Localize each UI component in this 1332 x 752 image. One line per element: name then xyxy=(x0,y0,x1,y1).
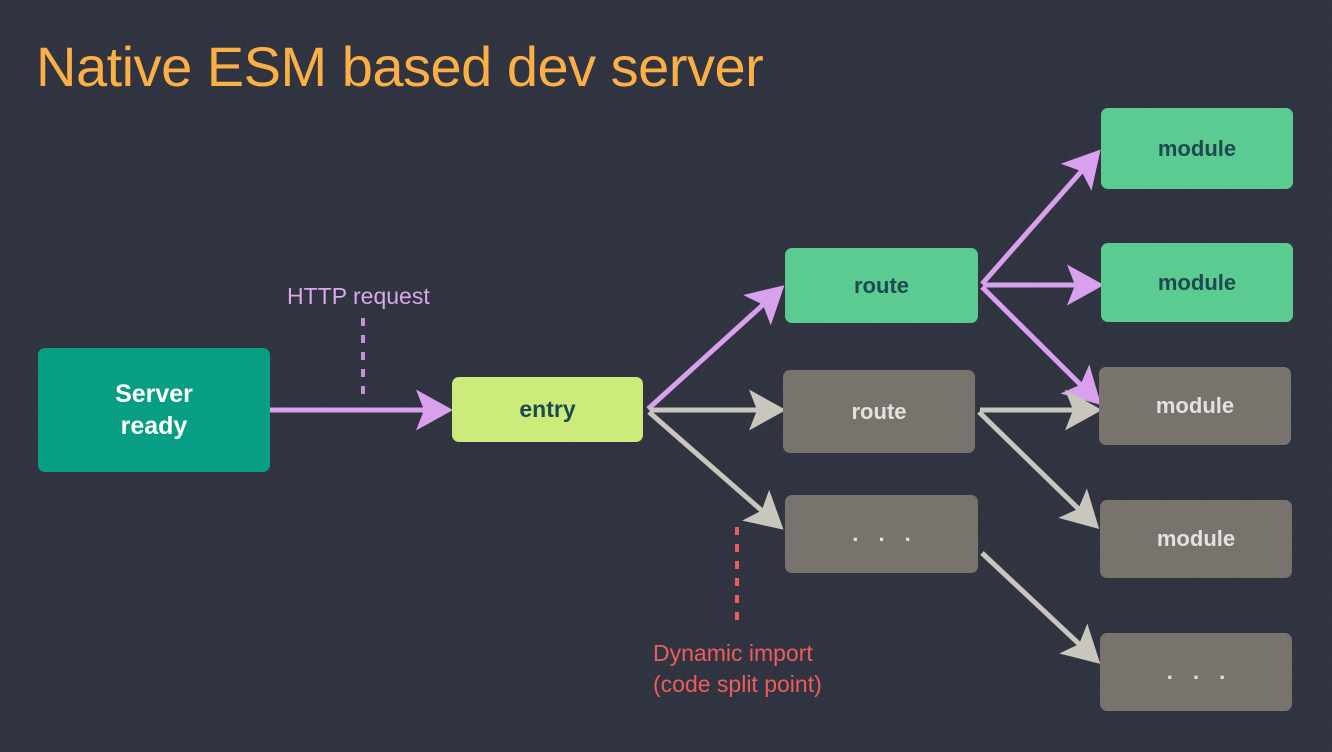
node-server-ready[interactable]: Server ready xyxy=(38,348,270,472)
node-label: module xyxy=(1157,135,1237,161)
node-label: Server ready xyxy=(115,380,193,440)
edge-route-active-to-module-3 xyxy=(980,285,1102,406)
node-route-active[interactable]: route xyxy=(785,248,978,323)
node-label: entry xyxy=(519,396,576,422)
label-http-request: HTTP request xyxy=(287,283,430,309)
node-route-dim[interactable]: route xyxy=(783,370,975,453)
node-label: route xyxy=(854,272,909,298)
page-title: Native ESM based dev server xyxy=(36,35,764,98)
edge-route-dim-to-module-4 xyxy=(977,410,1100,529)
node-route-ellipsis[interactable]: . . . xyxy=(785,495,978,573)
node-module-1[interactable]: module xyxy=(1101,108,1293,189)
node-label: module xyxy=(1155,393,1235,418)
edge-route-active-to-module-1 xyxy=(980,149,1101,286)
edge-entry-to-route-active xyxy=(646,285,785,411)
node-label: . . . xyxy=(852,521,918,546)
node-module-3[interactable]: module xyxy=(1099,367,1291,445)
node-module-4[interactable]: module xyxy=(1100,500,1292,578)
node-module-ellipsis[interactable]: . . . xyxy=(1100,633,1292,711)
node-label: module xyxy=(1157,269,1237,295)
node-label: module xyxy=(1156,526,1236,551)
node-label: route xyxy=(851,398,907,424)
edge-route-ellipsis-to-module-ellipsis xyxy=(980,551,1101,664)
edge-entry-to-route-ellipsis xyxy=(647,410,784,530)
node-module-2[interactable]: module xyxy=(1101,243,1293,322)
node-entry[interactable]: entry xyxy=(452,377,643,442)
label-dynamic-import: Dynamic import (code split point) xyxy=(653,640,822,698)
node-label: . . . xyxy=(1166,659,1233,684)
